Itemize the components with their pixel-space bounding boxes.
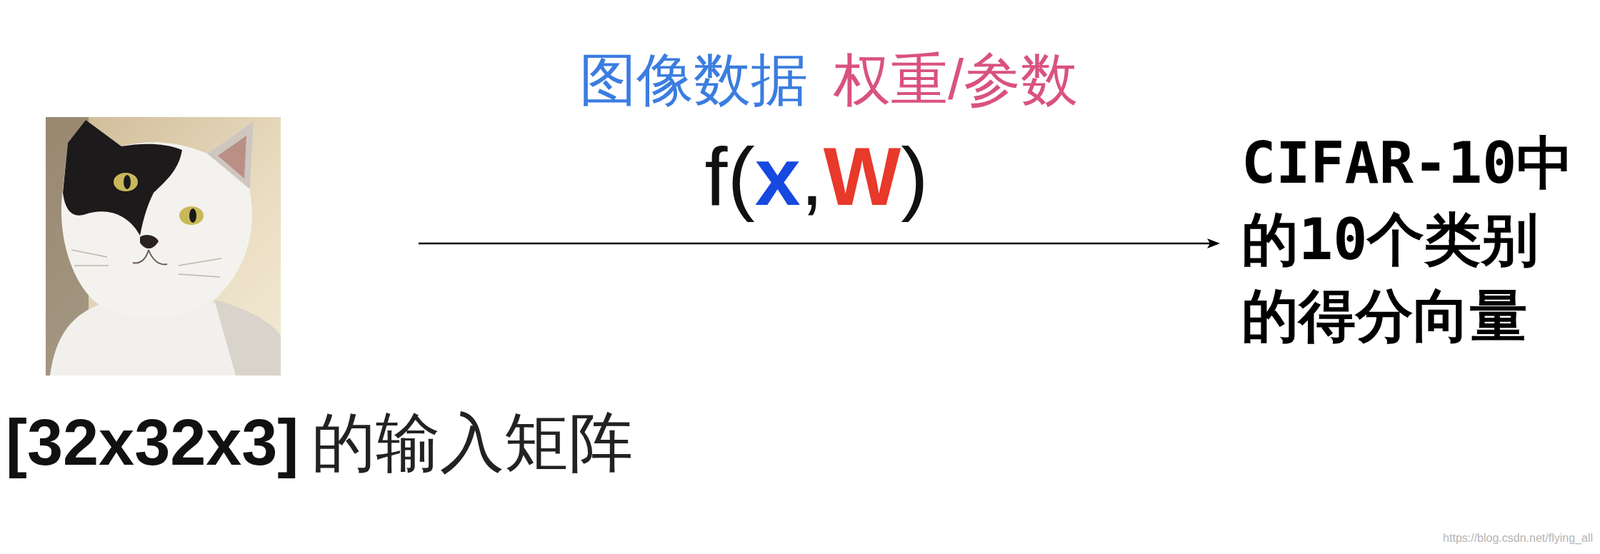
weight-variable: W: [823, 127, 902, 226]
arrow-line: [418, 242, 1210, 245]
parameter-caption: 图像数据: [579, 45, 808, 115]
function-symbol: f(: [704, 127, 755, 226]
wm-group: https://blog.csdn.net/flying_all: [1442, 531, 1593, 545]
arrow-head: [1207, 238, 1220, 249]
dimension-label: [32x32x3]: [5, 404, 299, 482]
input-group: [32x32x3]的输入矩阵: [5, 404, 633, 482]
formula-group: f(x,W): [704, 127, 928, 226]
title-group: 图像数据权重/参数: [579, 45, 1078, 115]
function-symbol: ,: [800, 127, 824, 226]
output-group: CIFAR-10中 的10个类别 的得分向量: [1241, 125, 1585, 355]
function-symbol: ): [900, 127, 928, 226]
output-caption: CIFAR-10中 的10个类别 的得分向量: [1241, 125, 1585, 355]
input-caption: 的输入矩阵: [311, 404, 633, 482]
input-variable: x: [755, 127, 801, 226]
cat-photo: [45, 117, 281, 376]
watermark: https://blog.csdn.net/flying_all: [1442, 531, 1593, 545]
parameter-caption: 权重/参数: [833, 45, 1078, 115]
